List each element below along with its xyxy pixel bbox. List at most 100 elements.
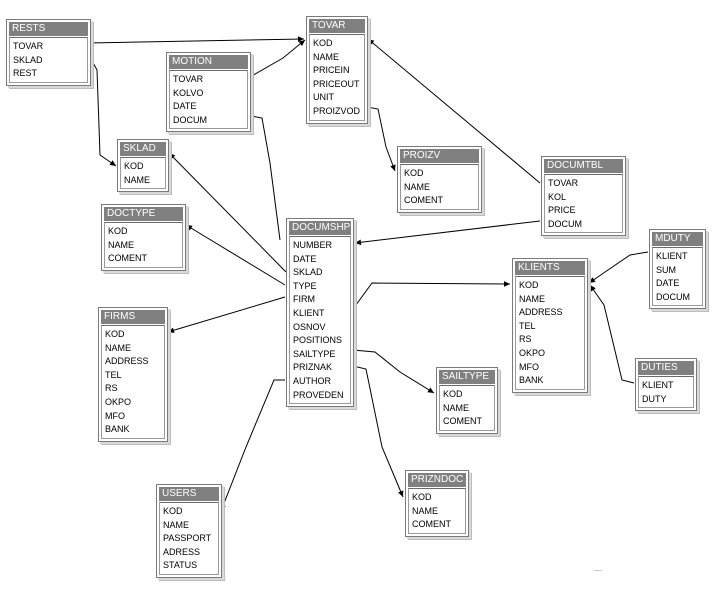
table-title: MDUTY [652, 232, 703, 246]
field-tovar: TOVAR [13, 41, 44, 51]
table-title: USERS [159, 487, 219, 501]
link-documshp-sailtype [352, 349, 435, 394]
field-date: DATE [173, 101, 197, 112]
field-coment: COMENT [443, 416, 482, 427]
arrowhead-mduty-klients [589, 277, 596, 283]
field-kod: KOD [108, 226, 128, 236]
field-docum: DOCUM [548, 218, 582, 229]
link-documshp-klients [352, 282, 511, 310]
field-name: NAME [519, 293, 546, 304]
field-sailtype: SAILTYPE [293, 348, 336, 359]
arrowhead-documshp-klients [503, 281, 510, 287]
arrowhead-documtbl-tovar [368, 39, 375, 45]
arrowhead-documshp-doctype [186, 225, 193, 231]
stray-mark [594, 570, 602, 571]
arrowhead-duties-klients [590, 285, 596, 292]
arrowhead-motion-tovar [298, 40, 305, 46]
table-title: PROIZV [400, 149, 479, 163]
field-kod: KOD [519, 280, 539, 290]
field-kod: KOD [105, 329, 125, 339]
field-status: STATUS [163, 560, 198, 571]
link-documshp-users [220, 379, 285, 512]
table-title: DOCTYPE [104, 207, 183, 221]
table-title: RESTS [9, 22, 88, 36]
arrowhead-rests-sklad [109, 160, 116, 166]
field-passport: PASSPORT [163, 533, 212, 544]
field-proizvod: PROIZVOD [313, 105, 361, 116]
field-kol: KOL [548, 191, 567, 202]
link-documshp-sklad [168, 152, 287, 273]
field-date: DATE [656, 278, 680, 289]
field-klient: KLIENT [656, 251, 688, 261]
field-bank: BANK [519, 375, 544, 386]
field-duty: DUTY [642, 393, 667, 404]
field-kod: KOD [443, 389, 463, 399]
link-documshp-prizndoc [352, 365, 404, 498]
field-tel: TEL [519, 320, 536, 331]
table-title: DOCUMTBL [544, 159, 623, 173]
table-title: PRIZNDOC [408, 473, 466, 487]
link-tovar-proizv [366, 106, 396, 172]
field-osnov: OSNOV [293, 321, 326, 332]
table-title: DOCUMSHP [289, 221, 351, 235]
field-name: NAME [108, 239, 135, 250]
field-kod: KOD [163, 506, 183, 516]
table-doctype[interactable]: DOCTYPE KOD NAME COMENT [101, 204, 186, 271]
field-coment: COMENT [108, 253, 147, 264]
table-sailtype[interactable]: SAILTYPE KOD NAME COMENT [436, 367, 498, 434]
field-author: AUTHOR [293, 375, 331, 386]
arrowhead-documshp-firms [168, 327, 175, 333]
field-sum: SUM [656, 264, 676, 275]
field-name: NAME [443, 402, 470, 413]
link-mduty-klients [588, 251, 649, 284]
link-documshp-firms [167, 296, 286, 333]
link-rests-sklad [89, 56, 117, 167]
field-tovar: TOVAR [173, 74, 204, 84]
field-name: NAME [124, 174, 151, 185]
field-mfo: MFO [519, 361, 539, 372]
table-proizv[interactable]: PROIZV KOD NAME COMENT [397, 146, 482, 213]
field-name: NAME [404, 181, 431, 192]
arrowhead-rests-tovar [297, 36, 304, 42]
field-kolvo: KOLVO [173, 87, 204, 98]
arrowhead-documshp-documtbl [355, 239, 362, 246]
field-okpo: OKPO [519, 347, 546, 358]
arrowhead-tovar-proizv [390, 164, 396, 171]
field-pricein: PRICEIN [313, 65, 350, 76]
field-proveden: PROVEDEN [293, 389, 344, 400]
field-firm: FIRM [293, 294, 315, 305]
arrowhead-documshp-sklad [169, 153, 176, 160]
field-type: TYPE [293, 280, 317, 291]
field-coment: COMENT [404, 195, 443, 206]
field-priceout: PRICEOUT [313, 78, 360, 89]
field-kod: KOD [404, 168, 424, 178]
field-list: KOD NAME COMENT [400, 164, 479, 210]
field-sklad: SKLAD [293, 267, 323, 278]
table-title: FIRMS [101, 310, 165, 324]
field-address: ADDRESS [519, 307, 563, 318]
table-title: SAILTYPE [439, 370, 495, 384]
link-motion-tovar [249, 39, 306, 78]
